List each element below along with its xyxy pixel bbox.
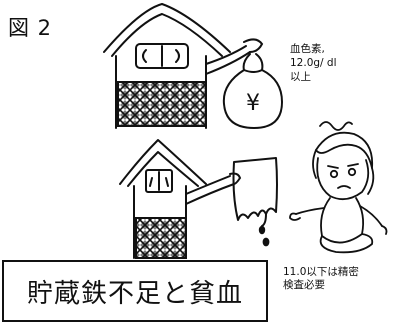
note-top-line-3: 以上: [290, 71, 311, 83]
note-bottom-line-2: 検査必要: [283, 279, 325, 291]
money-bag-icon: [222, 53, 284, 130]
note-top-line-2: 12.0g/ dl: [290, 57, 337, 69]
note-bottom-line-1: 11.0以下は精密: [283, 266, 359, 278]
pale-girl-illustration: [289, 121, 388, 254]
figure-label: 図 2: [8, 16, 53, 40]
title-box: 貯蔵鉄不足と貧血: [2, 260, 268, 322]
upper-lattice-base: [117, 81, 207, 127]
figure-title: 貯蔵鉄不足と貧血: [26, 278, 243, 309]
lower-lattice-base: [135, 217, 187, 259]
upper-storehouse: [103, 3, 231, 129]
upper-arm: [205, 38, 264, 75]
lower-arm: [185, 172, 242, 205]
note-top-line-1: 血色素,: [290, 43, 325, 55]
hemoglobin-normal-note: 血色素, 12.0g/ dl 以上: [290, 42, 337, 84]
empty-bag-icon: [232, 157, 278, 247]
hemoglobin-low-note: 11.0以下は精密 検査必要: [283, 266, 359, 292]
